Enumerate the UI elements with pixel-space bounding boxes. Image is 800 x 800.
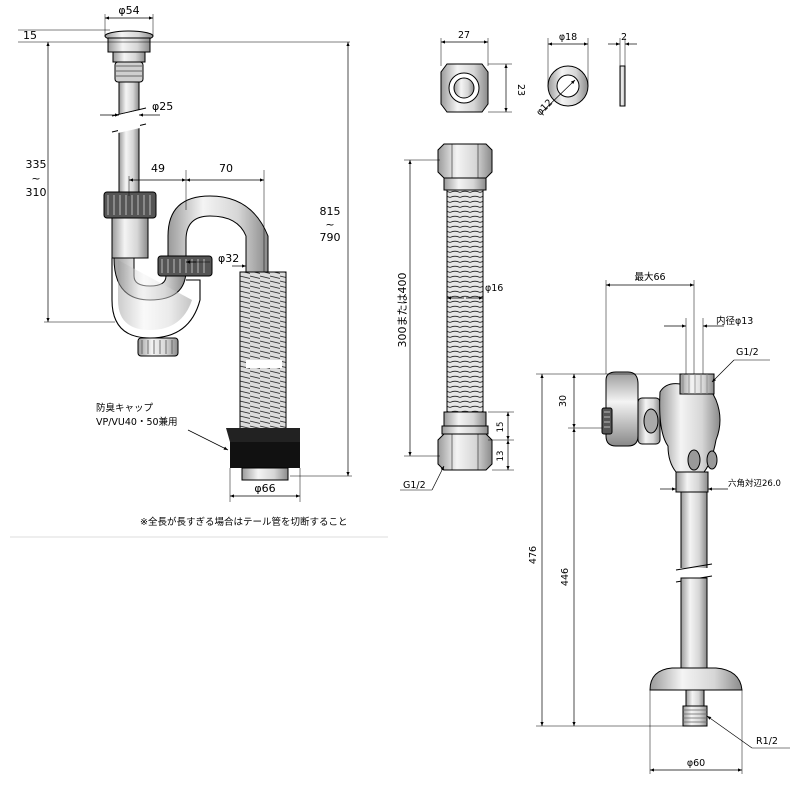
len-815-label: 815 xyxy=(320,205,341,218)
hose-thread-label: G1/2 xyxy=(403,480,426,491)
washer-inner-dia-label: φ12 xyxy=(534,97,555,118)
nut-width-label: 27 xyxy=(458,30,470,41)
valve-g-thread-label: G1/2 xyxy=(736,347,759,358)
tilde-2: ~ xyxy=(325,218,334,231)
len-335-label: 335 xyxy=(26,158,47,171)
dim-15-label: 15 xyxy=(23,29,37,42)
hose-dim-13-label: 13 xyxy=(496,451,506,462)
escutcheon-dia-label: φ60 xyxy=(687,758,705,769)
flexible-hose xyxy=(437,143,493,471)
max-width-label: 最大66 xyxy=(634,271,665,283)
hose-dim-15-label: 15 xyxy=(496,422,506,433)
dim-49-label: 49 xyxy=(151,162,165,175)
cap-label-line2: VP/VU40・50兼用 xyxy=(96,416,178,428)
valve-dimensions: 最大66 内径φ13 G1/2 30 六角対辺26.0 476 446 R1/2 xyxy=(528,271,790,774)
len-310-label: 310 xyxy=(26,186,47,199)
len-476-label: 476 xyxy=(528,546,539,564)
nut-height-label: 23 xyxy=(515,84,526,96)
washer-outer-dia-label: φ18 xyxy=(559,32,577,43)
len-446-label: 446 xyxy=(560,568,571,586)
inner-dia-label: 内径φ13 xyxy=(716,315,753,327)
hex-nut: 27 23 xyxy=(440,30,526,113)
dia-32-label: φ32 xyxy=(218,252,239,265)
cut-note: ※全長が長すぎる場合はテール管を切断すること xyxy=(140,516,347,528)
trap-body xyxy=(103,191,201,357)
dia-66-label: φ66 xyxy=(254,482,275,495)
valve-r-thread-label: R1/2 xyxy=(756,736,778,747)
stop-valve xyxy=(601,371,743,727)
hose-dimensions: 300または400 φ16 15 13 G1/2 xyxy=(396,159,514,491)
dia-54-label: φ54 xyxy=(118,4,139,17)
hose-dia-label: φ16 xyxy=(485,283,503,294)
len-790-label: 790 xyxy=(320,231,341,244)
corrugated-drain-hose xyxy=(239,271,287,435)
hose-length-label: 300または400 xyxy=(396,273,409,348)
dim-30-label: 30 xyxy=(558,395,569,407)
tail-pipe xyxy=(118,81,140,193)
washer: φ18 φ12 2 xyxy=(534,32,637,118)
dim-70-label: 70 xyxy=(219,162,233,175)
drain-cap xyxy=(104,30,154,83)
trap-assembly xyxy=(103,30,300,481)
tilde-1: ~ xyxy=(31,172,40,185)
dia-25-label: φ25 xyxy=(152,100,173,113)
cap-label-line1: 防臭キャップ xyxy=(96,402,154,414)
u-bend-pipe xyxy=(157,195,269,277)
odor-cap xyxy=(226,428,300,481)
hex-flat-label: 六角対辺26.0 xyxy=(728,478,781,489)
trap-dimensions: φ54 15 φ25 335 ~ 310 49 70 815 ~ 790 φ32 xyxy=(10,4,388,538)
washer-thickness-label: 2 xyxy=(621,32,627,43)
